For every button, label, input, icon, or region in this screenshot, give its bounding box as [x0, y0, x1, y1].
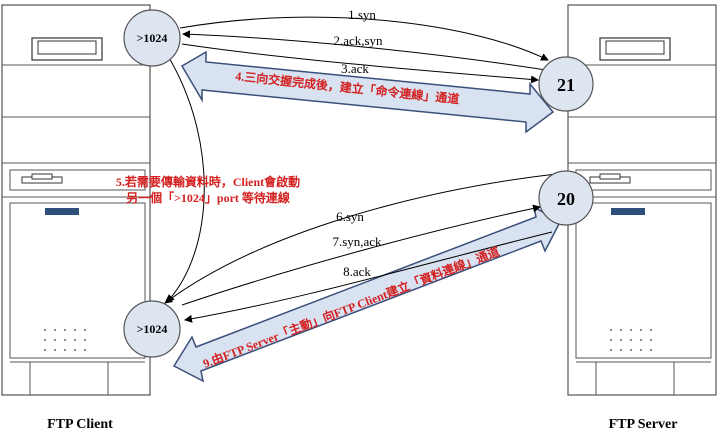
label-2-ack-syn: 2.ack,syn [333, 33, 383, 48]
arrow-1-syn [179, 16, 549, 61]
client-wait-note-line2: 另一個「>1024」port 等待連線 [126, 190, 290, 205]
server-floppy-drive [575, 169, 712, 191]
client-port-top-node: >1024 [123, 9, 181, 67]
label-7-syn-ack: 7.syn,ack [332, 234, 382, 249]
server-drive-slot [611, 208, 645, 215]
label-6-syn: 6.syn [336, 209, 364, 224]
command-channel-arrow [180, 50, 555, 134]
server-port-data-label: 20 [557, 189, 575, 209]
client-drive-bay [31, 37, 103, 61]
server-drive-bay [599, 37, 671, 61]
label-8-ack: 8.ack [343, 264, 371, 279]
client-caption: FTP Client [47, 417, 113, 432]
command-handshake-arrows [179, 16, 549, 84]
arrow-2-ack-syn [182, 30, 547, 71]
client-port-bottom-node: >1024 [123, 300, 181, 358]
client-port-top-label: >1024 [137, 31, 168, 45]
data-handshake-arrows [164, 173, 557, 323]
server-port-data-node: 20 [538, 170, 594, 226]
data-channel-note: 9.由FTP Server「主動」向FTP Client建立「資料連線」通道 [201, 243, 502, 370]
label-3-ack: 3.ack [341, 61, 369, 76]
server-port-command-node: 21 [538, 56, 594, 112]
server-vent-dots [610, 329, 652, 351]
client-drive-slot [45, 208, 79, 215]
arrow-7-syn-ack [181, 204, 541, 306]
label-1-syn: 1.syn [348, 7, 376, 22]
server-caption: FTP Server [609, 417, 678, 432]
arrow-8-ack [184, 231, 553, 323]
client-wait-note-line1: 5.若需要傳輸資料時，Client會啟動 [116, 174, 300, 189]
server-port-command-label: 21 [557, 75, 575, 95]
arrow-3-ack [181, 43, 539, 84]
client-port-bottom-label: >1024 [137, 322, 168, 336]
client-floppy-drive [9, 169, 146, 191]
client-computer-tower [1, 4, 151, 396]
arrow-6-syn [164, 173, 557, 304]
client-vent-dots [44, 329, 86, 351]
client-wait-curve [166, 55, 205, 303]
